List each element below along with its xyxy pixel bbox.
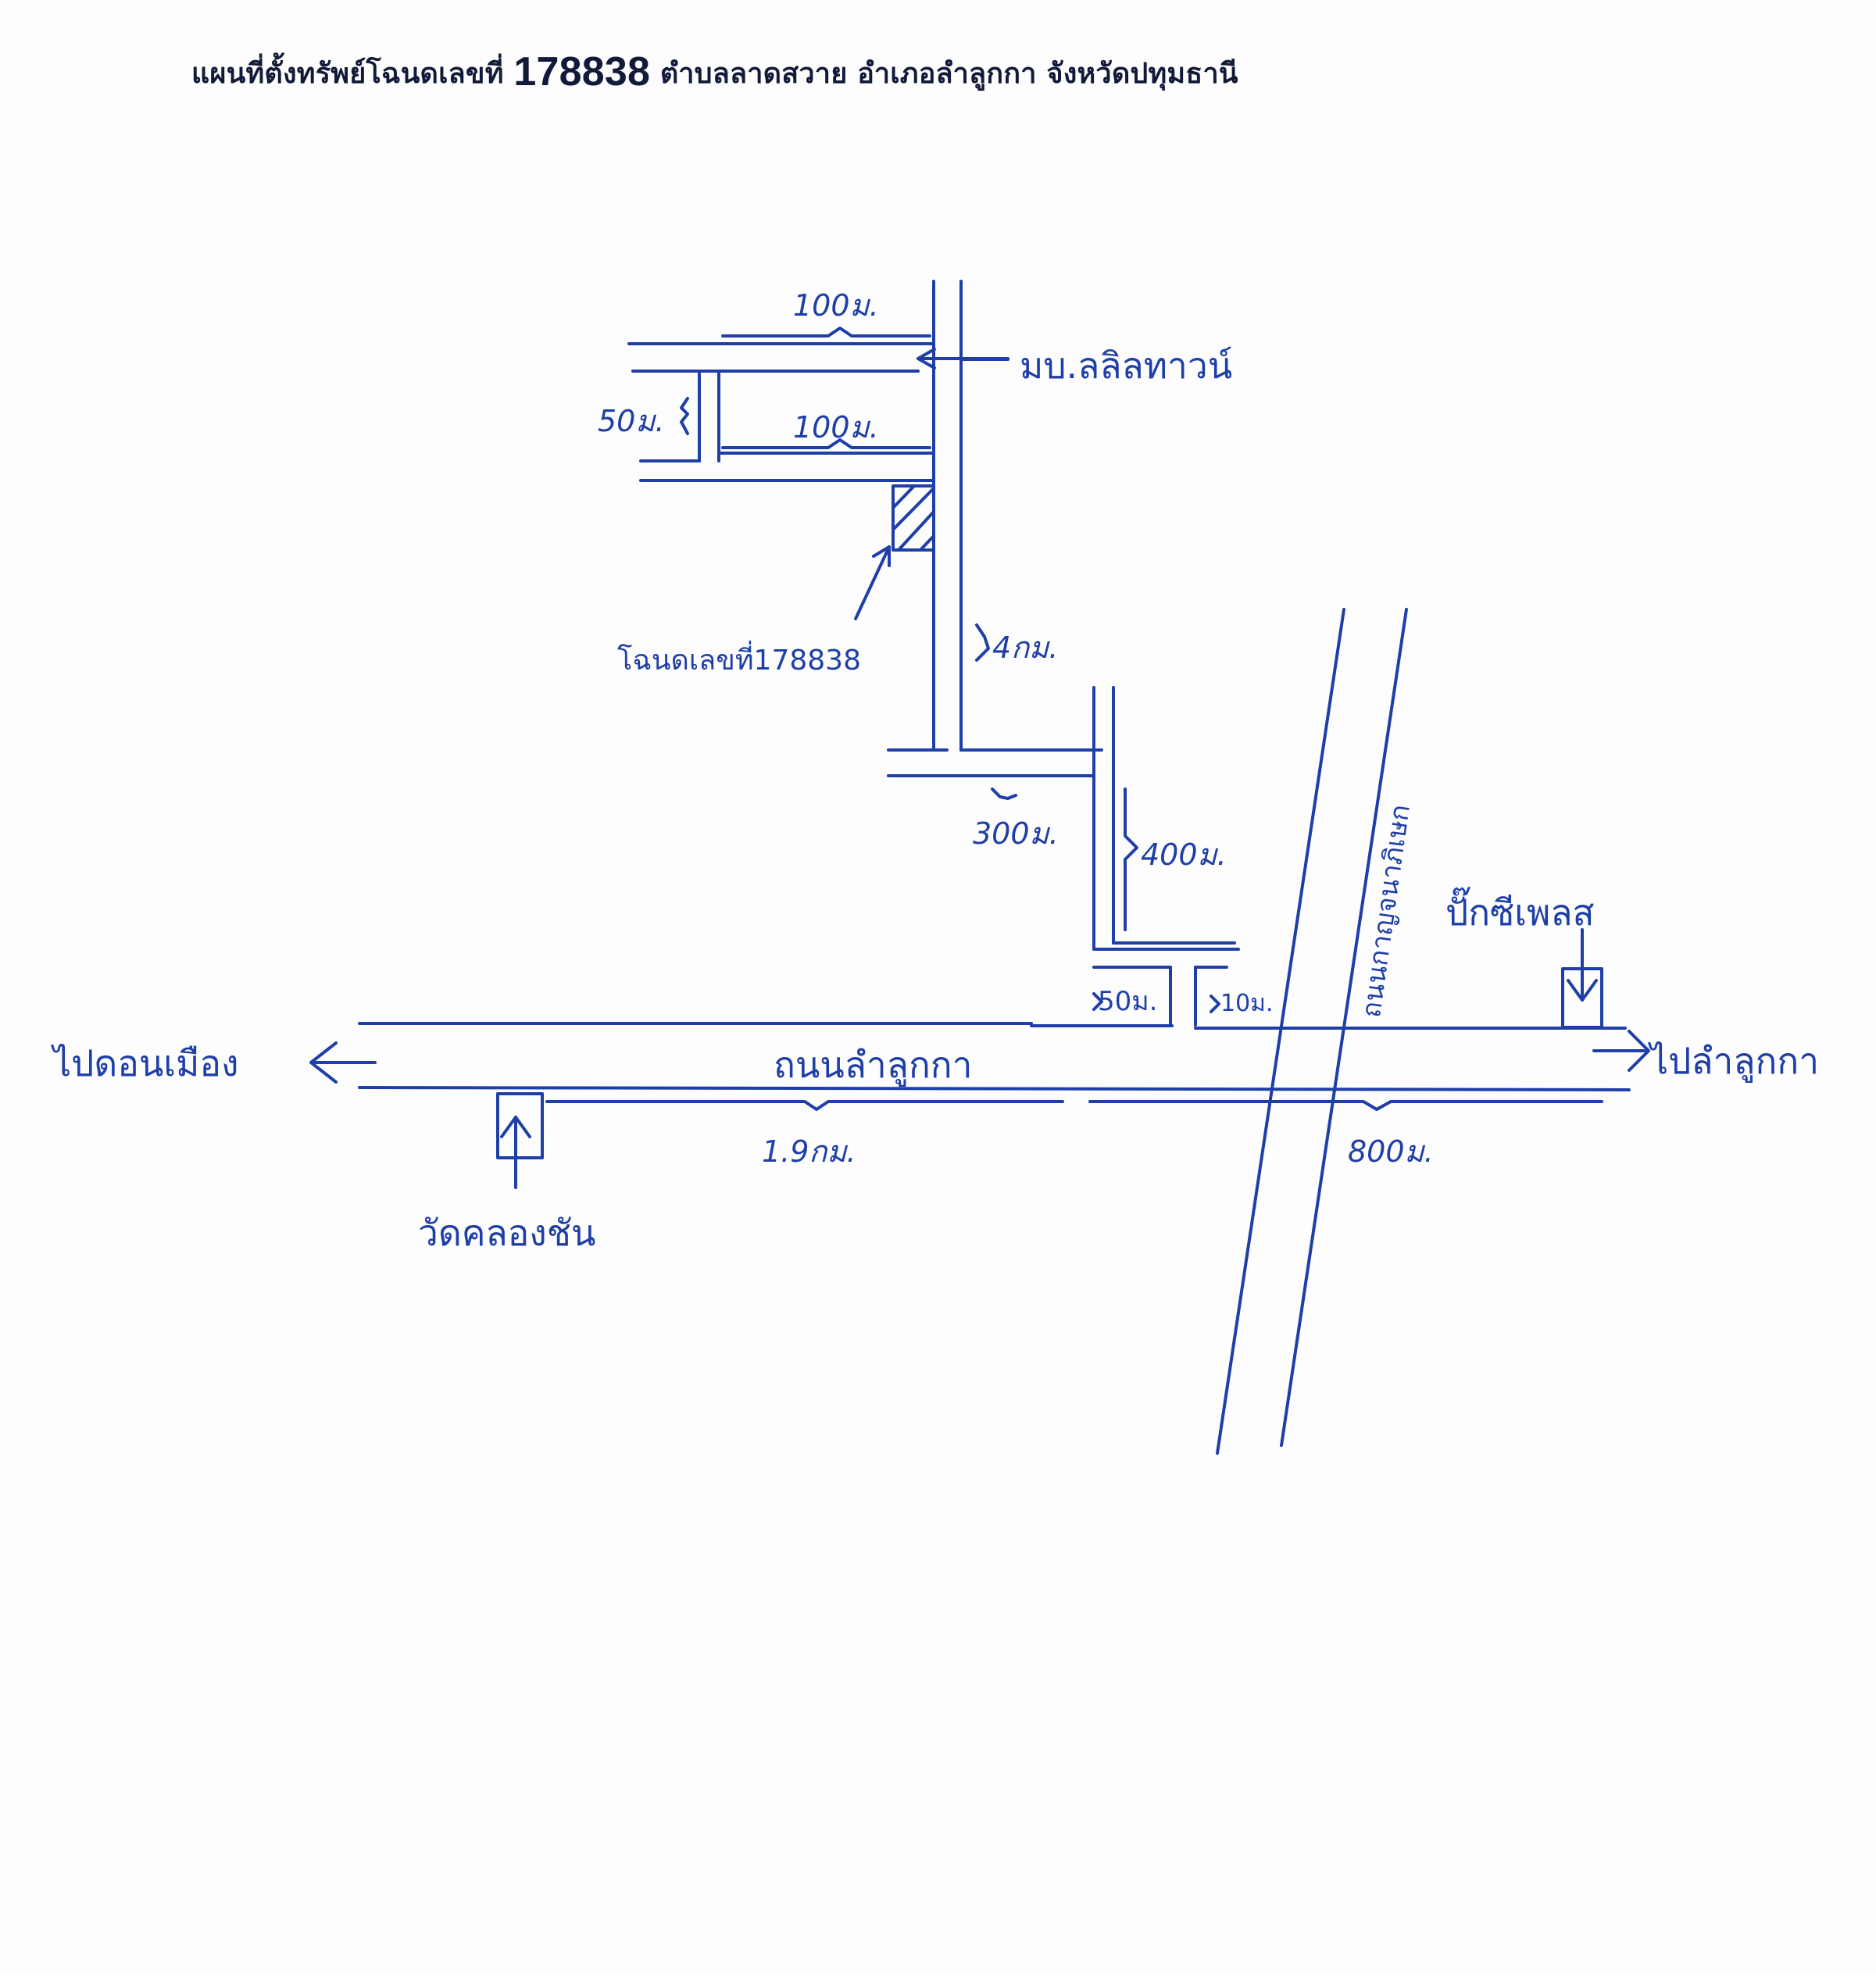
label-to-lam-luk-ka: ไปลำลูกกา (1650, 1040, 1820, 1082)
main-road (358, 1022, 1631, 1091)
label-to-don-mueang: ไปดอนเมือง (53, 1042, 239, 1084)
label-dist-4km: 4กม. (992, 630, 1059, 665)
landmark-marker (1561, 928, 1603, 1029)
temple-marker (496, 1092, 544, 1189)
label-dist-50-small: 50ม. (1098, 986, 1158, 1017)
label-dist-inner-100: 100ม. (793, 410, 879, 445)
label-dist-top-100: 100ม. (793, 288, 879, 323)
title-deed-number: 178838 (513, 49, 651, 95)
label-dist-800: 800ม. (1348, 1134, 1434, 1169)
label-dist-300: 300ม. (973, 816, 1059, 851)
village-arrow (917, 348, 1009, 370)
label-deed-callout: โฉนดเลขที่178838 (617, 645, 861, 677)
ring-road (1216, 608, 1408, 1455)
title-suffix: ตำบลลาดสวาย อำเภอลำลูกกา จังหวัดปทุมธานี (659, 58, 1238, 90)
label-temple: วัดคลองชัน (418, 1212, 596, 1254)
label-dist-10: 10ม. (1220, 990, 1274, 1017)
deed-plot (854, 484, 935, 620)
label-main-road: ถนนลำลูกกา (774, 1044, 973, 1086)
label-dist-1-9km: 1.9กม. (762, 1134, 856, 1169)
distance-braces (545, 327, 1603, 1111)
arrow-to-lam-luk-ka (1592, 1030, 1650, 1072)
connector-blocks (1092, 966, 1228, 1027)
label-dist-400: 400ม. (1141, 838, 1227, 872)
label-dist-50: 50ม. (598, 404, 665, 438)
label-landmark-right: ปั๊กซีเพลส (1445, 891, 1595, 934)
title-prefix: แผนที่ตั้งทรัพย์โฉนดเลขที่ (191, 58, 504, 90)
page-title: แผนที่ตั้งทรัพย์โฉนดเลขที่ 178838 ตำบลลา… (191, 48, 1238, 95)
arrow-to-don-mueang (309, 1041, 377, 1084)
label-village: มบ.ลลิลทาวน์ (1020, 345, 1233, 387)
